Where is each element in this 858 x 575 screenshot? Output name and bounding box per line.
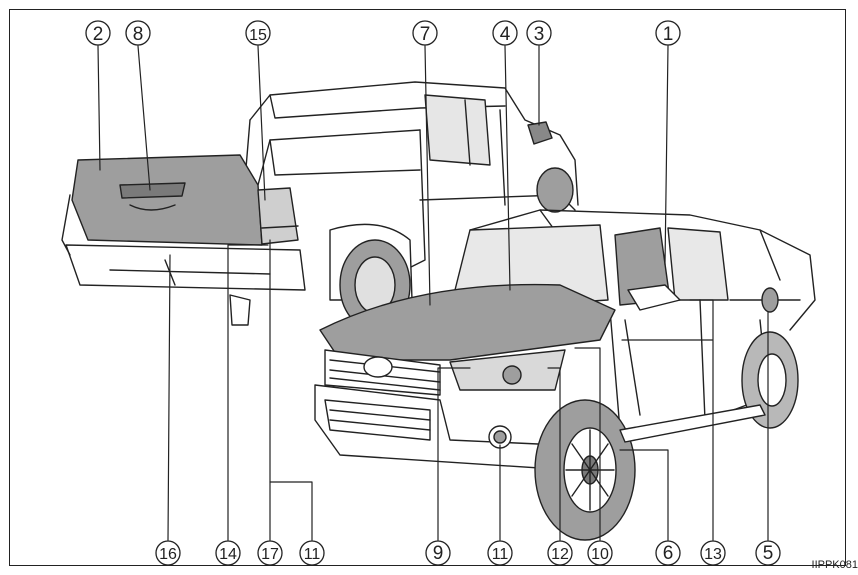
callout-13: 13 [700,540,726,566]
svg-text:4: 4 [500,24,511,45]
callout-2: 2 [85,20,111,46]
callout-7: 7 [412,20,438,46]
callout-1: 1 [655,20,681,46]
callout-15: 15 [245,20,271,46]
svg-text:3: 3 [534,24,545,45]
svg-text:15: 15 [249,27,267,44]
svg-text:16: 16 [159,546,177,563]
front-truck [314,209,816,541]
callout-3: 3 [526,20,552,46]
svg-text:6: 6 [663,543,674,564]
callout-4: 4 [492,20,518,46]
callout-11-front: 11 [487,540,513,566]
callout-10: 10 [587,540,613,566]
callout-16: 16 [155,540,181,566]
svg-text:13: 13 [704,546,722,563]
callout-5: 5 [755,540,781,566]
svg-text:10: 10 [591,546,609,563]
callouts: 2 8 15 7 4 3 1 16 [85,20,781,566]
svg-text:12: 12 [551,546,569,563]
svg-text:8: 8 [133,24,144,45]
callout-17: 17 [257,540,283,566]
svg-text:9: 9 [433,543,444,564]
callout-11-rear: 11 [299,540,325,566]
callout-8: 8 [125,20,151,46]
svg-text:11: 11 [492,546,509,563]
svg-text:17: 17 [261,546,279,563]
svg-text:5: 5 [763,543,774,564]
callout-6: 6 [655,540,681,566]
callout-14: 14 [215,540,241,566]
svg-text:11: 11 [304,546,321,563]
svg-text:14: 14 [219,546,237,563]
svg-text:1: 1 [663,24,674,45]
svg-text:2: 2 [93,24,104,45]
callout-12: 12 [547,540,573,566]
callout-9: 9 [425,540,451,566]
leader-lines [97,45,769,541]
rear-truck [61,81,579,331]
svg-text:7: 7 [420,24,431,45]
figure-code: IIPPK081 [811,559,858,571]
